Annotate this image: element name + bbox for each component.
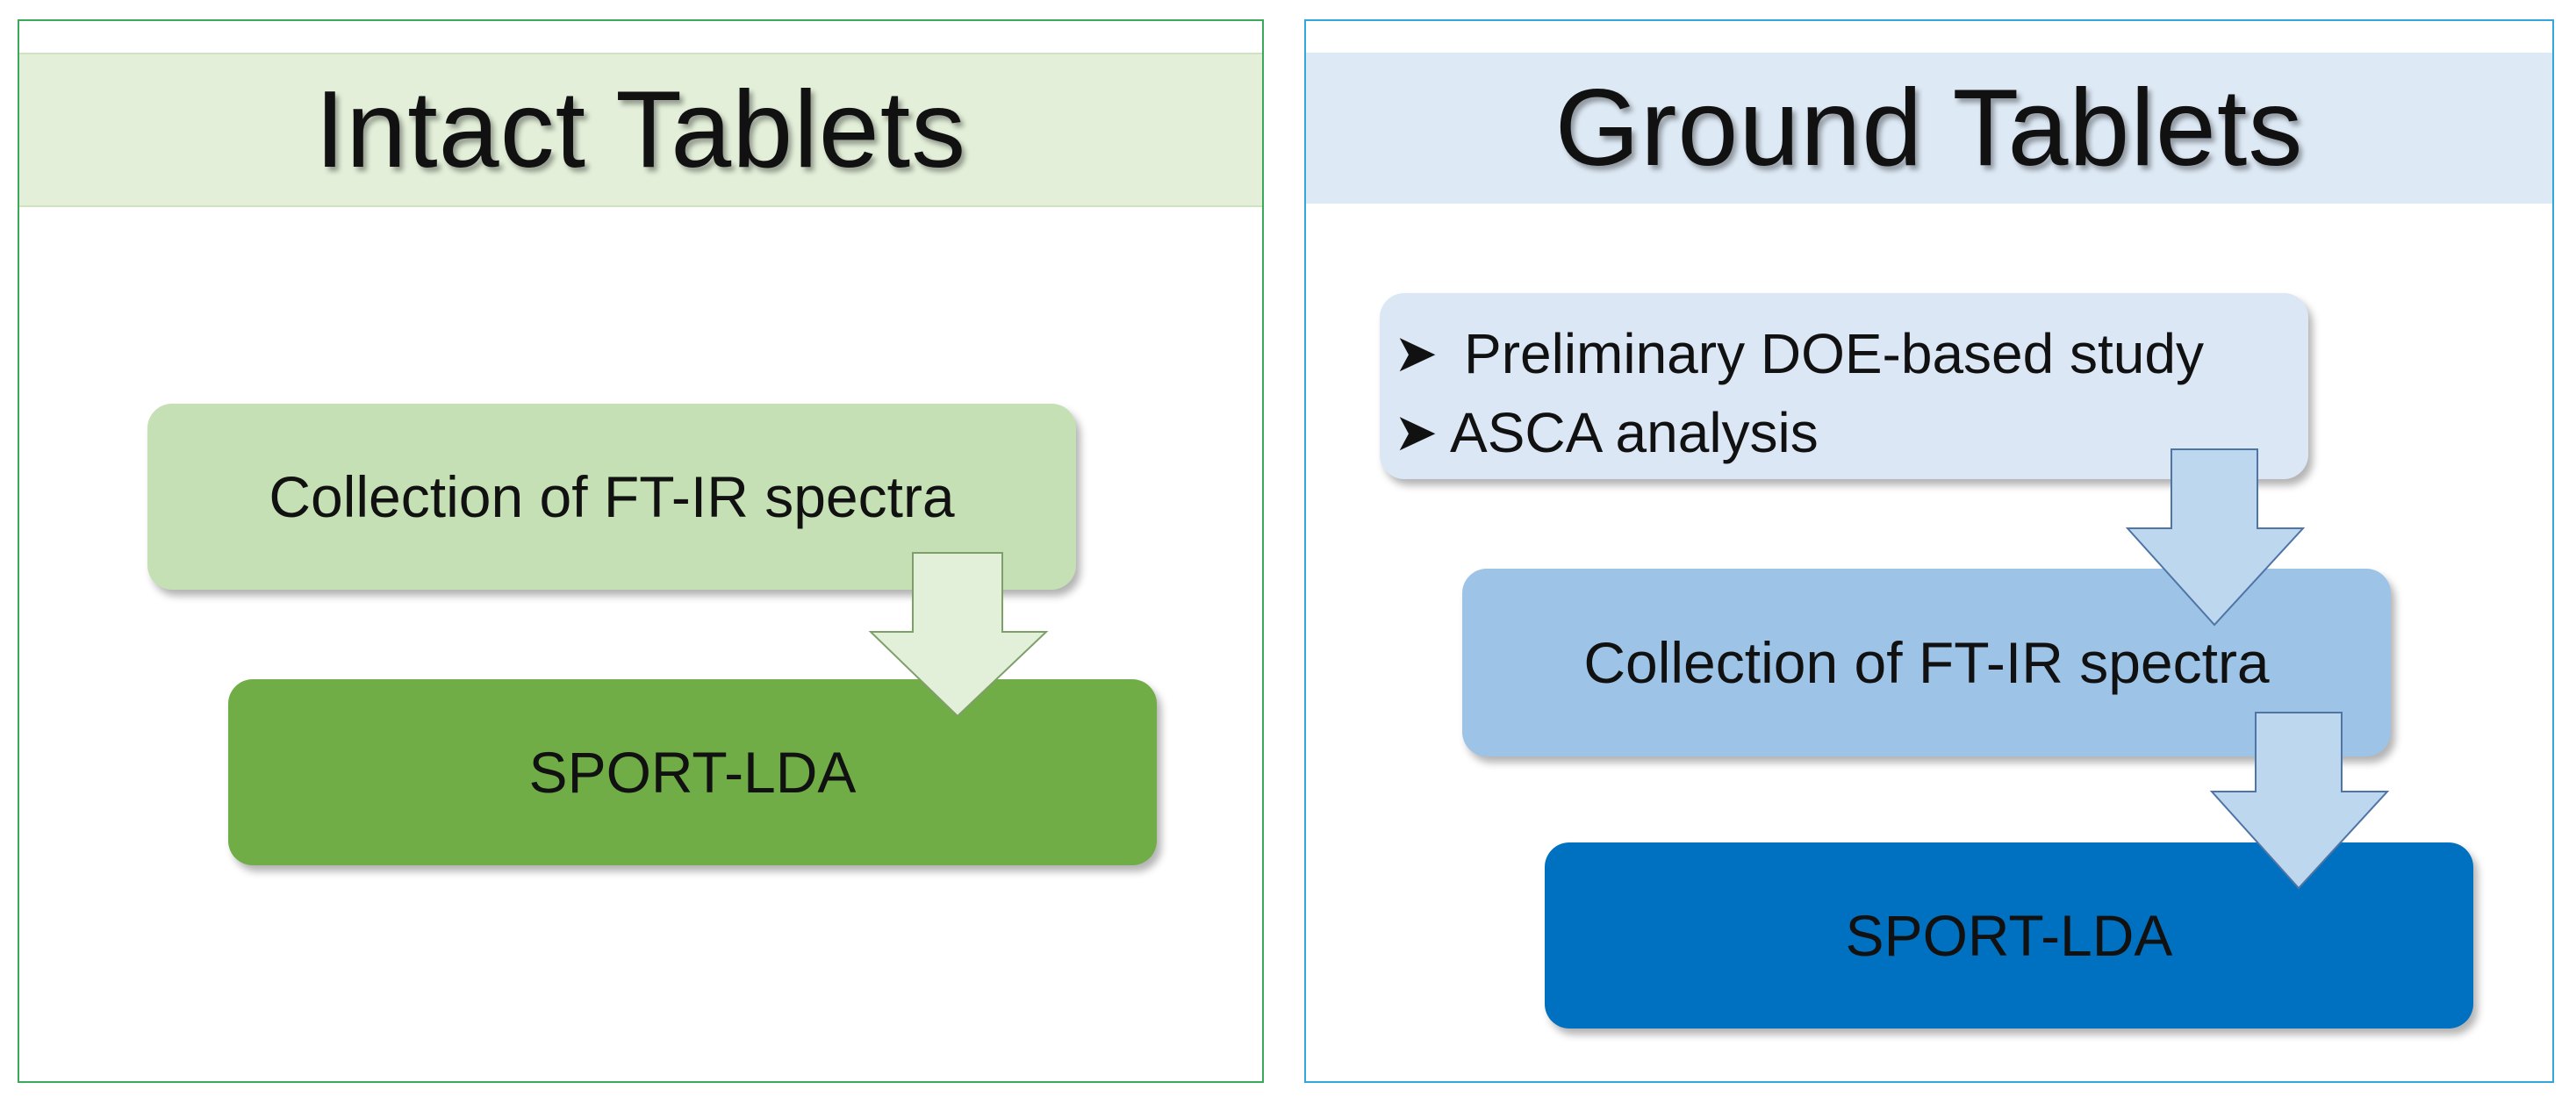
left-sport-lda-label: SPORT-LDA bbox=[528, 740, 857, 805]
intact-tablets-panel: Intact Tablets Collection of FT-IR spect… bbox=[18, 19, 1264, 1083]
bullet-doe-study-label: Preliminary DOE-based study bbox=[1464, 322, 2204, 385]
bullet-doe-study: ➤ Preliminary DOE-based study bbox=[1394, 314, 2308, 393]
ground-tablets-title: Ground Tablets bbox=[1306, 53, 2552, 204]
intact-tablets-title: Intact Tablets bbox=[19, 53, 1262, 207]
arrowhead-bullet-icon: ➤ bbox=[1394, 324, 1439, 383]
bullet-asca-analysis: ➤ ASCA analysis bbox=[1394, 393, 2308, 472]
arrowhead-bullet-icon: ➤ bbox=[1394, 403, 1439, 462]
right-sport-lda-box: SPORT-LDA bbox=[1545, 842, 2473, 1029]
ground-tablets-panel: Ground Tablets ➤ Preliminary DOE-based s… bbox=[1304, 19, 2554, 1083]
left-collection-ftir-label: Collection of FT-IR spectra bbox=[269, 464, 955, 529]
left-down-arrow-icon bbox=[868, 552, 1049, 718]
preliminary-study-box: ➤ Preliminary DOE-based study ➤ ASCA ana… bbox=[1380, 293, 2308, 479]
left-collection-ftir-box: Collection of FT-IR spectra bbox=[147, 404, 1076, 590]
left-sport-lda-box: SPORT-LDA bbox=[228, 679, 1157, 865]
right-lower-down-arrow-icon bbox=[2209, 712, 2390, 890]
right-sport-lda-label: SPORT-LDA bbox=[1845, 903, 2173, 968]
bullet-asca-analysis-label: ASCA analysis bbox=[1450, 401, 1819, 464]
right-upper-down-arrow-icon bbox=[2125, 448, 2306, 627]
right-collection-ftir-label: Collection of FT-IR spectra bbox=[1583, 630, 2270, 695]
